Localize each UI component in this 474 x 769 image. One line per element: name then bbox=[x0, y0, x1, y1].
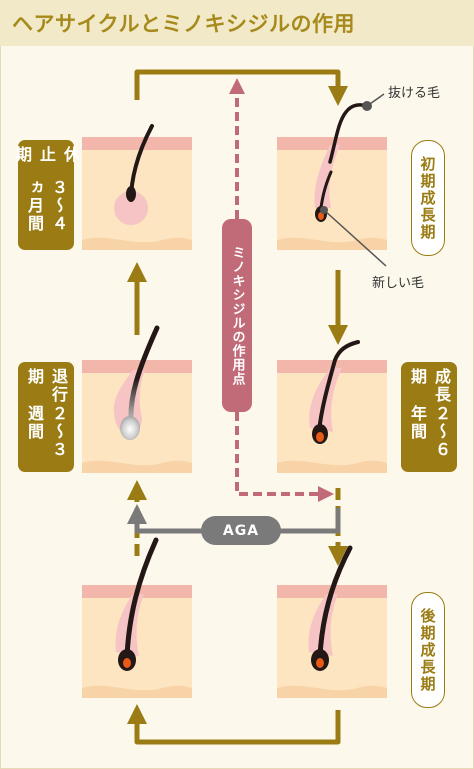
phase-label-resting: 休止期 ３～４ヵ月間 bbox=[13, 140, 80, 250]
callout-new-hair: 新しい毛 bbox=[372, 276, 425, 291]
minoxidil-arrow-right bbox=[235, 412, 334, 502]
phase-label-resting-name: 休止期 bbox=[13, 146, 80, 164]
phase-label-growth-duration: ２～６年間 bbox=[408, 404, 451, 459]
phase-label-growth: 成長期 ２～６年間 bbox=[401, 362, 457, 472]
skin-panel-early-growth bbox=[277, 103, 387, 250]
cycle-arrow-bottom bbox=[127, 704, 341, 745]
skin-panel-regression bbox=[82, 325, 192, 473]
minoxidil-action-label: ミノキシジルの作用点 bbox=[222, 219, 252, 412]
phase-label-regression-duration: ２～３週間 bbox=[25, 404, 68, 459]
phase-label-late-growth-name: 後期成長期 bbox=[418, 607, 437, 693]
skin-panel-late-growth-right bbox=[277, 545, 387, 698]
title-bar: ヘアサイクルとミノキシジルの作用 bbox=[0, 0, 474, 46]
phase-label-early-growth-name: 初期成長期 bbox=[418, 155, 437, 241]
callout-falling-hair: 抜ける毛 bbox=[388, 86, 441, 101]
page-title: ヘアサイクルとミノキシジルの作用 bbox=[12, 12, 355, 36]
skin-panel-growth bbox=[277, 340, 387, 473]
callout-falling-hair-leader bbox=[362, 93, 385, 111]
phase-label-early-growth: 初期成長期 bbox=[411, 140, 445, 256]
aga-label: AGA bbox=[201, 516, 281, 545]
skin-panel-late-growth-left bbox=[82, 537, 192, 698]
phase-label-late-growth: 後期成長期 bbox=[411, 592, 445, 708]
callout-new-hair-leader bbox=[320, 206, 387, 267]
phase-label-resting-duration: ３～４ヵ月間 bbox=[25, 178, 68, 233]
cycle-arrow-top bbox=[134, 69, 348, 106]
phase-label-regression: 退行期 ２～３週間 bbox=[18, 362, 74, 472]
skin-panel-resting bbox=[82, 124, 192, 250]
phase-label-regression-name: 退行期 bbox=[25, 368, 68, 404]
phase-label-growth-name: 成長期 bbox=[408, 368, 451, 404]
